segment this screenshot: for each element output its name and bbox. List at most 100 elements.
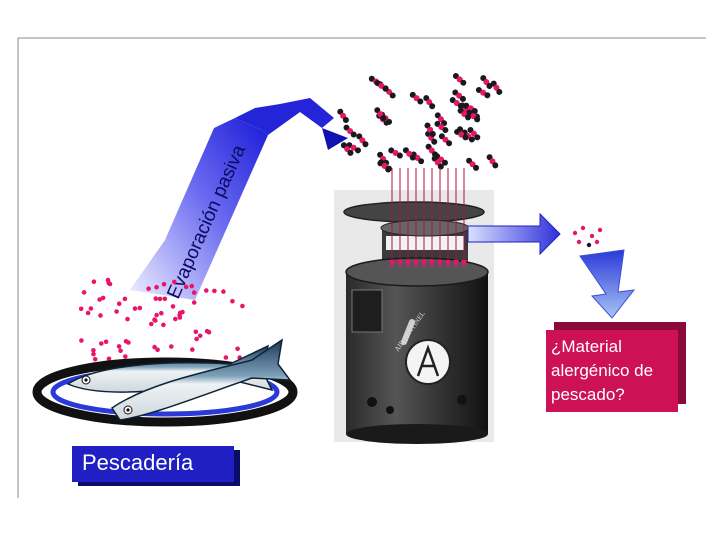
particle	[78, 306, 84, 312]
molecule	[402, 147, 416, 161]
molecule	[434, 120, 449, 134]
molecule	[463, 102, 478, 114]
airflow-arrowhead	[413, 260, 419, 268]
particle	[191, 300, 197, 305]
particle	[193, 329, 199, 335]
fish-particles	[78, 277, 245, 362]
particle	[92, 356, 98, 362]
source-label: Pescadería	[82, 450, 194, 475]
evaporation-arrow	[130, 98, 348, 300]
molecule	[425, 143, 439, 158]
molecule	[388, 147, 403, 159]
particle	[221, 289, 226, 294]
particle	[123, 354, 128, 359]
particle	[204, 328, 210, 334]
particle	[100, 295, 106, 301]
molecule	[374, 80, 389, 92]
source-label-box: Pescadería	[72, 446, 234, 482]
particle	[157, 296, 163, 302]
airflow-arrowhead	[405, 260, 411, 268]
particle	[91, 279, 97, 285]
airflow-arrowhead	[421, 260, 427, 268]
particle	[161, 322, 166, 328]
particle	[191, 290, 197, 295]
molecule-cloud	[337, 73, 503, 173]
molecule	[356, 133, 369, 148]
output-arrow-down	[579, 249, 636, 319]
fish-icon	[66, 338, 292, 421]
particle	[154, 312, 159, 318]
particle	[116, 344, 122, 349]
particle	[169, 344, 174, 349]
molecule	[409, 91, 424, 105]
particle	[240, 303, 245, 309]
particle	[170, 304, 176, 309]
airflow-arrowhead	[429, 260, 435, 268]
particle	[91, 348, 96, 353]
particle	[161, 281, 167, 287]
airflow-arrowhead	[389, 260, 395, 268]
molecule	[466, 157, 480, 171]
question-line-3: pescado?	[551, 385, 625, 404]
molecule	[424, 122, 436, 137]
particle	[152, 317, 157, 323]
particle	[152, 344, 157, 350]
particle	[137, 305, 143, 311]
particle	[132, 306, 138, 311]
particle	[194, 336, 199, 342]
particle	[125, 316, 130, 322]
airflow-lines	[389, 168, 467, 268]
particle	[162, 296, 168, 302]
output-arrow-right	[467, 212, 561, 256]
particle	[114, 309, 119, 314]
airflow-arrowhead	[453, 260, 459, 268]
molecule	[486, 154, 499, 169]
particle	[154, 284, 159, 290]
particle	[230, 298, 235, 304]
particle	[189, 283, 195, 289]
particle	[149, 321, 154, 327]
particle	[79, 338, 84, 343]
particle	[118, 348, 123, 354]
output-particles	[572, 225, 603, 248]
molecule	[452, 89, 466, 102]
molecule	[466, 109, 481, 123]
particle	[173, 316, 178, 322]
molecule	[449, 97, 464, 109]
particle	[235, 346, 240, 352]
particle	[99, 341, 104, 346]
particle	[223, 355, 229, 360]
question-line-2: alergénico de	[551, 361, 654, 380]
molecule	[475, 87, 491, 99]
particle	[123, 339, 129, 344]
molecule	[423, 95, 436, 110]
particle	[172, 279, 177, 285]
airflow-arrowhead	[397, 260, 403, 268]
particle	[116, 301, 122, 307]
particle	[190, 347, 195, 352]
question-line-1: ¿Material	[551, 337, 622, 356]
particle	[177, 315, 183, 320]
particle	[91, 351, 96, 357]
molecule	[377, 160, 392, 172]
molecule	[431, 155, 444, 170]
particle	[153, 296, 159, 301]
molecule	[337, 108, 349, 123]
molecule	[467, 127, 481, 141]
molecule	[374, 107, 387, 122]
particle	[204, 288, 209, 293]
particle	[155, 347, 160, 353]
particle	[85, 310, 91, 316]
molecule	[457, 107, 472, 121]
particle	[122, 296, 128, 302]
particle	[146, 286, 151, 292]
molecule	[452, 73, 467, 86]
particle	[106, 356, 112, 362]
molecule	[343, 124, 357, 138]
particle	[98, 313, 103, 318]
particle	[197, 333, 203, 339]
molecule	[340, 142, 354, 156]
airflow-arrowhead	[437, 260, 443, 268]
particle	[103, 339, 109, 345]
